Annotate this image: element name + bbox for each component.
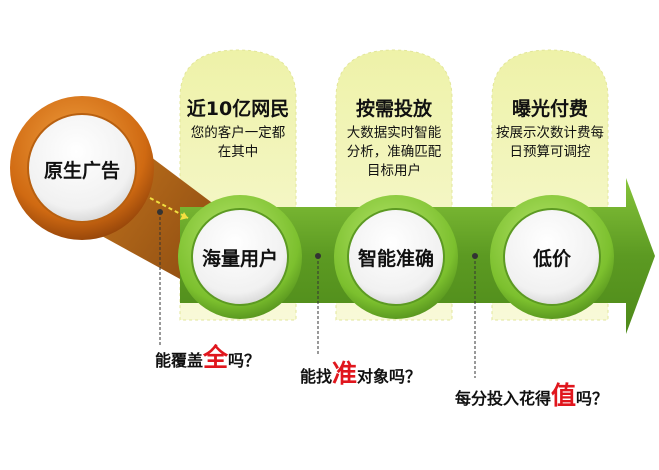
circle-3 [490,195,614,319]
column-3-desc: 按展示次数计费每日预算可调控 [496,125,604,160]
column-2-desc: 大数据实时智能分析，准确匹配目标用户 [346,125,442,179]
question-2-pre: 能找 [300,367,333,386]
question-2-post: 对象吗？ [357,367,422,386]
question-3: 每分投入花得值吗？ [455,376,608,412]
question-3-highlight: 值 [551,381,577,410]
circle-3-label: 低价 [532,248,571,270]
column-1-title: 近10亿网民 [186,98,290,120]
question-1-highlight: 全 [203,343,229,372]
pointer-3 [472,253,478,378]
origin-connector [149,197,189,219]
question-1: 能覆盖全吗？ [155,338,260,374]
pointer-1 [157,209,163,345]
question-3-pre: 每分投入花得 [455,389,552,408]
pointer-2 [315,253,321,355]
question-3-post: 吗？ [576,389,609,408]
column-2-title: 按需投放 [355,98,432,120]
column-3-title: 曝光付费 [511,98,588,120]
column-1-desc: 您的客户一定都在其中 [190,125,286,160]
circle-2-label: 智能准确 [357,248,434,270]
origin-label: 原生广告 [43,160,120,182]
question-2: 能找准对象吗？ [300,354,421,390]
circle-1-label: 海量用户 [201,248,278,270]
question-1-post: 吗？ [228,351,261,370]
circle-2 [334,195,458,319]
origin-circle [10,96,154,240]
question-1-pre: 能覆盖 [155,351,204,370]
question-2-highlight: 准 [332,359,358,388]
circle-1 [178,195,302,319]
